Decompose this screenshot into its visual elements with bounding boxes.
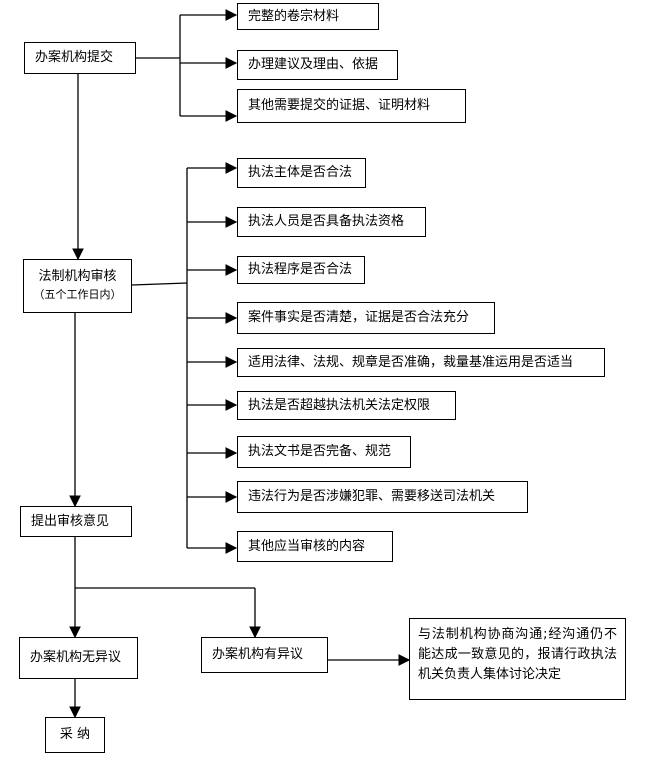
review-item-6-label: 执法是否超越执法机关法定权限 [248,397,431,413]
review-item-9: 其他应当审核的内容 [237,531,393,562]
review-item-1-label: 执法主体是否合法 [248,165,353,180]
review-item-2: 执法人员是否具备执法资格 [237,207,426,237]
review-item-5-label: 适用法律、法规、规章是否准确，裁量基准运用是否适当 [248,354,574,370]
stage-opinion-label: 提出审核意见 [31,513,110,529]
review-item-1: 执法主体是否合法 [237,158,366,188]
no-objection-label: 办案机构无异议 [30,650,122,665]
objection-label: 办案机构有异议 [212,647,304,662]
review-item-7-label: 执法文书是否完备、规范 [248,444,392,459]
stage-review-sublabel: （五个工作日内） [33,288,122,301]
stage-opinion-box: 提出审核意见 [20,506,132,537]
review-item-4: 案件事实是否清楚，证据是否合法充分 [237,302,495,334]
review-item-7: 执法文书是否完备、规范 [237,436,411,468]
objection-box: 办案机构有异议 [201,637,328,673]
adopt-label: 采 纳 [59,727,91,742]
review-item-8-label: 违法行为是否涉嫌犯罪、需要移送司法机关 [248,489,496,504]
adopt-box: 采 纳 [45,717,105,753]
material-item-3: 其他需要提交的证据、证明材料 [237,89,466,123]
stage-submit-label: 办案机构提交 [35,50,114,65]
material-item-3-label: 其他需要提交的证据、证明材料 [248,98,431,113]
review-item-3: 执法程序是否合法 [237,256,365,284]
review-item-8: 违法行为是否涉嫌犯罪、需要移送司法机关 [237,481,528,513]
no-objection-box: 办案机构无异议 [19,637,138,679]
stage-review-label: 法制机构审核 [38,269,117,284]
review-item-2-label: 执法人员是否具备执法资格 [248,214,405,229]
stage-review-box: 法制机构审核 （五个工作日内） [23,259,132,313]
review-item-6: 执法是否超越执法机关法定权限 [237,391,456,420]
objection-note-text: 与法制机构协商沟通;经沟通仍不能达成一致意见的，报请行政执法机关负责人集体讨论决… [418,627,617,682]
material-item-1: 完整的卷宗材料 [237,3,379,30]
material-item-2-label: 办理建议及理由、依据 [248,57,379,72]
review-item-4-label: 案件事实是否清楚，证据是否合法充分 [248,310,470,325]
review-item-3-label: 执法程序是否合法 [248,262,353,277]
review-item-5: 适用法律、法规、规章是否准确，裁量基准运用是否适当 [237,348,605,377]
stage-submit-box: 办案机构提交 [24,42,136,74]
material-item-2: 办理建议及理由、依据 [237,50,398,80]
review-item-9-label: 其他应当审核的内容 [248,538,366,554]
objection-note-box: 与法制机构协商沟通;经沟通仍不能达成一致意见的，报请行政执法机关负责人集体讨论决… [409,618,626,700]
material-item-1-label: 完整的卷宗材料 [248,8,340,24]
